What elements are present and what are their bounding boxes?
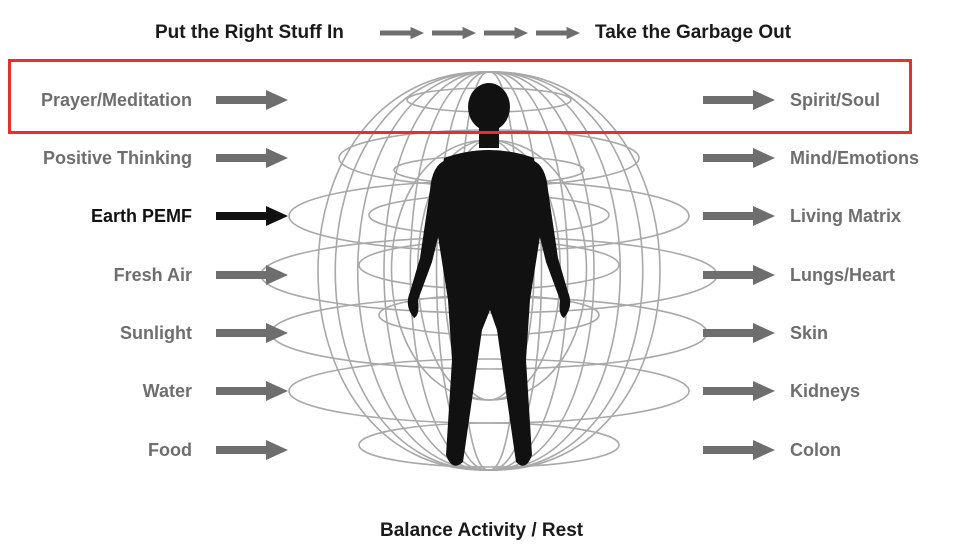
field-ring [358, 422, 620, 468]
field-meridian [317, 71, 490, 471]
output-label: Spirit/Soul [790, 90, 880, 110]
output-arrow-icon [703, 323, 775, 343]
input-arrow-icon [216, 265, 288, 285]
field-inner-loop [488, 139, 588, 401]
output-label: Mind/Emotions [790, 148, 919, 168]
input-label: Earth PEMF [90, 206, 192, 226]
field-meridian [334, 71, 490, 471]
header-arrow-icon [484, 26, 528, 40]
output-label: Kidneys [790, 381, 861, 401]
field-meridian [356, 71, 490, 471]
input-label: Sunlight [120, 323, 192, 343]
header-arrow-icon [380, 26, 424, 40]
header-right-label: Take the Garbage Out [595, 22, 792, 43]
input-arrow-icon [216, 440, 288, 460]
field-meridian [488, 71, 661, 471]
output-arrow-icon [703, 148, 775, 168]
field-meridian [488, 71, 644, 471]
header-left-label: Put the Right Stuff In [155, 22, 344, 43]
output-arrow-icon [703, 381, 775, 401]
output-arrow-icon [703, 206, 775, 226]
output-arrow-icon [703, 265, 775, 285]
input-label: Positive Thinking [42, 148, 192, 168]
highlight-box [8, 59, 912, 134]
output-label: Living Matrix [790, 206, 902, 226]
input-label: Prayer/Meditation [40, 90, 192, 110]
output-label: Lungs/Heart [790, 265, 896, 285]
output-arrow-icon [703, 90, 775, 110]
header-arrow-icon [536, 26, 580, 40]
footer-label: Balance Activity / Rest [380, 520, 584, 541]
input-arrow-icon [216, 90, 288, 110]
input-arrow-icon [216, 206, 288, 226]
input-arrow-icon [216, 148, 288, 168]
header-arrow-icon [432, 26, 476, 40]
input-arrow-icon [216, 323, 288, 343]
input-label: Food [148, 440, 192, 460]
field-meridian [488, 71, 622, 471]
output-arrow-icon [703, 440, 775, 460]
output-label: Skin [790, 323, 829, 343]
input-arrow-icon [216, 381, 288, 401]
output-label: Colon [790, 440, 841, 460]
input-label: Fresh Air [113, 265, 192, 285]
human-silhouette-icon [407, 83, 571, 466]
field-meridian [488, 71, 543, 471]
field-inner-loop [390, 139, 490, 401]
input-label: Water [142, 381, 192, 401]
field-meridian [488, 71, 595, 471]
field-meridian [383, 71, 490, 471]
